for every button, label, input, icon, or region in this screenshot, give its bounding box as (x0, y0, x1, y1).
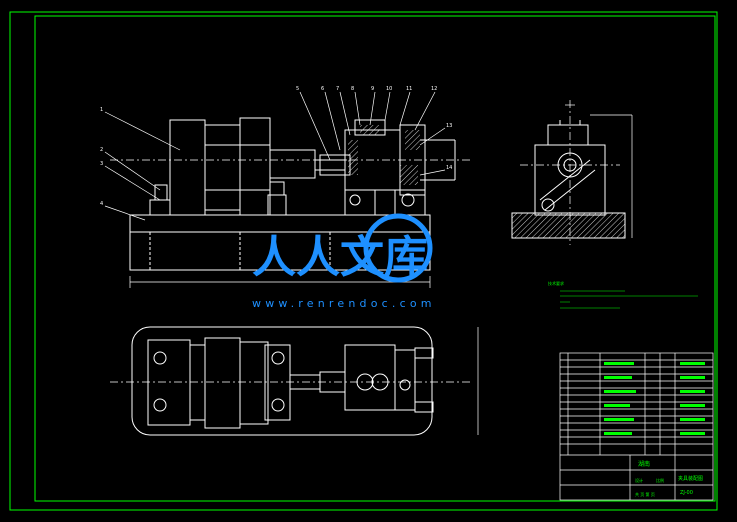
notes-heading: 技术要求 (548, 280, 564, 286)
callout-14: 14 (446, 165, 452, 171)
drawing-code: ZJ-00 (680, 490, 693, 496)
designer-label: 设计 (635, 477, 643, 483)
bom-entries (604, 362, 705, 435)
title-block (559, 352, 714, 501)
callout-10: 10 (386, 86, 392, 92)
outer-frame (9, 11, 718, 511)
title-block-text: 湖南 夹具装配图 ZJ-00 设计 比例 共 页 第 页 (635, 460, 703, 497)
top-view (110, 326, 479, 436)
front-view-hatching (348, 125, 420, 185)
inner-frame (34, 15, 716, 502)
scale-label: 比例 (656, 477, 664, 483)
sheet-label: 共 页 第 页 (635, 491, 655, 497)
front-view (110, 117, 470, 288)
callout-13: 13 (446, 123, 452, 129)
callout-12: 12 (431, 86, 437, 92)
callout-9: 9 (371, 86, 374, 92)
callout-labels: 1 2 3 4 5 6 7 8 9 10 11 12 13 14 (100, 86, 452, 207)
watermark-logo-text: 人人文库 (252, 232, 428, 283)
callout-6: 6 (321, 86, 324, 92)
callout-4: 4 (100, 201, 103, 207)
callout-11: 11 (406, 86, 412, 92)
callout-5: 5 (296, 86, 299, 92)
drawing-name: 夹具装配图 (678, 475, 703, 482)
watermark-url: www.renrendoc.com (252, 297, 436, 310)
technical-notes: 技术要求 (548, 280, 698, 309)
callout-8: 8 (351, 86, 354, 92)
callout-3: 3 (100, 161, 103, 167)
watermark-logo-icon (363, 213, 433, 283)
watermark: 人人文库 www.renrendoc.com (252, 213, 436, 310)
callout-1: 1 (100, 107, 103, 113)
callout-leaders (104, 91, 446, 221)
side-view (511, 100, 633, 245)
company-name: 湖南 (638, 460, 650, 468)
callout-7: 7 (336, 86, 339, 92)
callout-2: 2 (100, 147, 103, 153)
